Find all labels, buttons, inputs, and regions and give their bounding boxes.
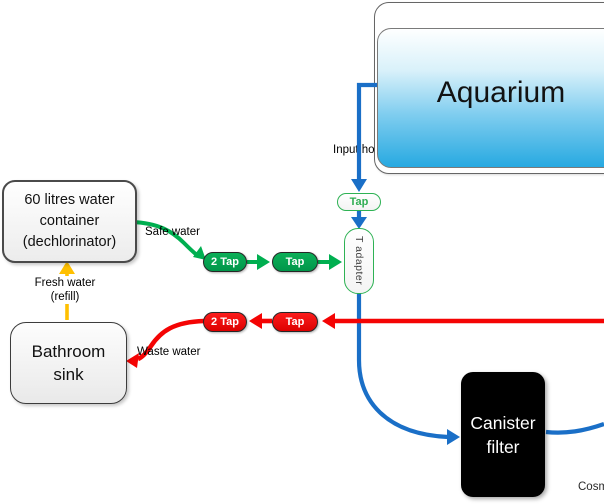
aquarium-label: Aquarium: [436, 76, 566, 109]
input-tap-node: Tap: [337, 193, 381, 211]
watermark-label: Cosmi: [578, 481, 604, 493]
bathroom-sink-node: Bathroom sink: [10, 322, 127, 404]
safe-2tap-node: 2 Tap: [203, 252, 247, 272]
arrowhead-red-left-2: [249, 313, 262, 329]
t-adapter-node: T adapter: [344, 228, 374, 294]
safe-2tap-label: 2 Tap: [211, 256, 239, 268]
hose-adapter-to-canister: [356, 292, 449, 440]
canister-filter-node: Canister filter: [461, 372, 545, 497]
arrowhead-blue-down-1: [351, 179, 367, 192]
t-adapter-label: T adapter: [353, 236, 365, 286]
water-container-node: 60 litres water container (dechlorinator…: [2, 180, 137, 263]
water-container-label: 60 litres water container (dechlorinator…: [22, 192, 117, 250]
aquarium-node: Aquarium: [377, 28, 604, 168]
safe-tap-node: Tap: [272, 252, 318, 272]
hose-canister-output: [545, 422, 604, 435]
input-tap-label: Tap: [349, 196, 369, 208]
safe-water-label: Safe water: [145, 226, 200, 238]
canister-filter-label: Canister filter: [470, 412, 536, 457]
arrowhead-red-left-1: [322, 313, 335, 329]
waste-tap-node: Tap: [272, 312, 318, 332]
arrowhead-blue-right: [447, 429, 460, 445]
waste-2tap-node: 2 Tap: [203, 312, 247, 332]
arrowhead-green-right-2: [329, 254, 342, 270]
waste-water-label: Waste water: [137, 346, 201, 358]
fresh-water-label: Fresh water (refill): [28, 276, 102, 304]
waste-tap-label: Tap: [285, 316, 305, 328]
bathroom-sink-label: Bathroom sink: [31, 342, 106, 384]
arrowhead-green-right-1: [257, 254, 270, 270]
waste-2tap-label: 2 Tap: [211, 316, 239, 328]
safe-tap-label: Tap: [285, 256, 305, 268]
